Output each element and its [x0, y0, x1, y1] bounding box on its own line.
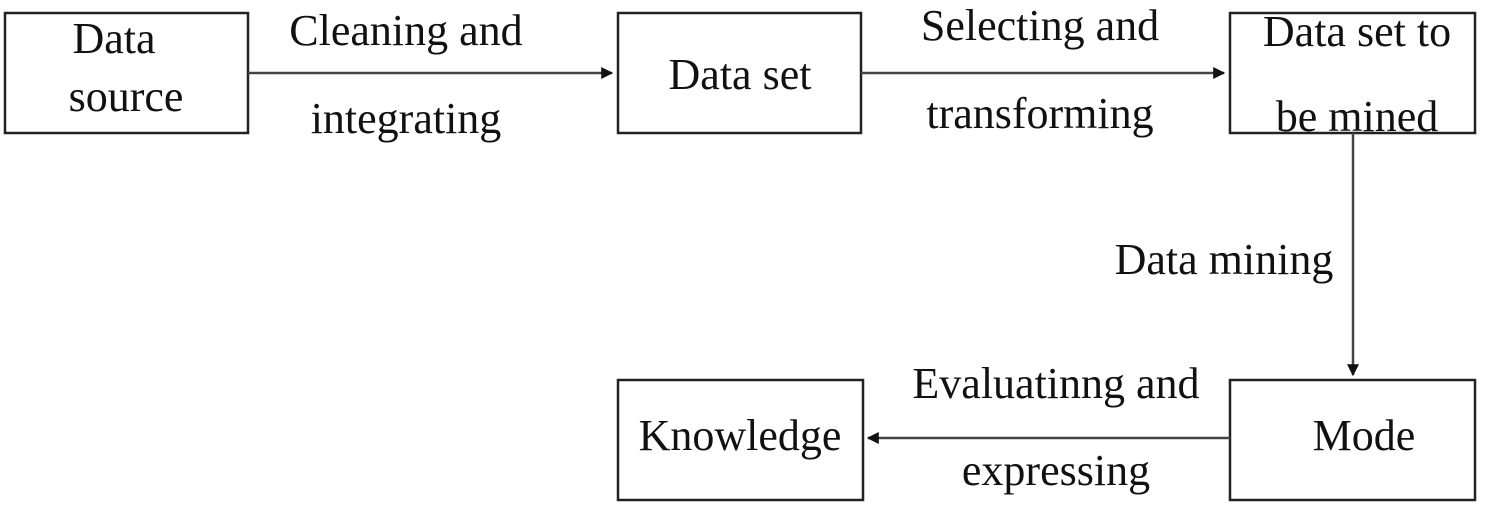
node-data-set: Data set	[616, 11, 863, 135]
node-data-source: Data source	[3, 11, 250, 135]
edge-evaluating-expressing-label-line2: expressing	[962, 446, 1150, 495]
edge-selecting-transforming: Selecting and transforming	[861, 1, 1226, 138]
node-mode-label: Mode	[1313, 411, 1416, 460]
node-data-set-to-be-mined-label-line2: be mined	[1276, 92, 1439, 141]
node-data-set-to-be-mined: Data set to be mined	[1228, 7, 1477, 141]
node-data-set-to-be-mined-label-line1: Data set to	[1263, 7, 1451, 56]
edge-selecting-transforming-label-line2: transforming	[926, 89, 1153, 138]
edge-cleaning-integrating-label-line2: integrating	[311, 94, 502, 143]
node-mode: Mode	[1228, 378, 1477, 502]
edge-data-mining: Data mining	[1115, 133, 1359, 377]
node-data-set-label: Data set	[669, 50, 812, 99]
node-knowledge: Knowledge	[616, 378, 865, 502]
edge-cleaning-integrating: Cleaning and integrating	[248, 6, 614, 143]
edge-evaluating-expressing: Evaluatinng and expressing	[866, 359, 1230, 495]
edge-evaluating-expressing-label-line1: Evaluatinng and	[912, 359, 1199, 408]
node-data-source-label-line2: source	[69, 72, 184, 121]
edge-cleaning-integrating-label-line1: Cleaning and	[289, 6, 522, 55]
edge-selecting-transforming-label-line1: Selecting and	[921, 1, 1159, 50]
node-data-source-label-line1: Data	[72, 14, 155, 63]
node-knowledge-label: Knowledge	[639, 411, 842, 460]
edge-data-mining-label: Data mining	[1115, 235, 1334, 284]
